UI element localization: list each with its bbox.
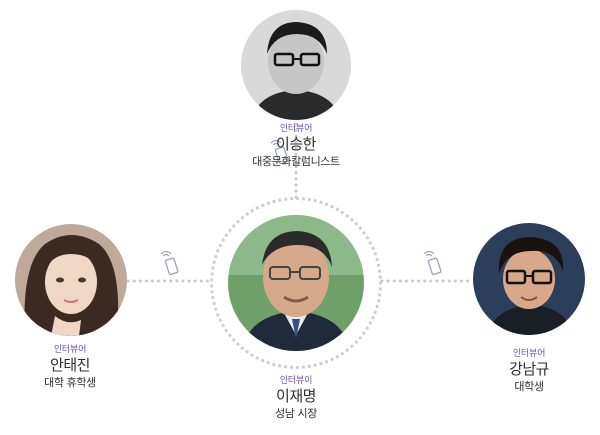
left-label: 인터뷰어 안태진 대학 휴학생	[20, 344, 120, 390]
right-role: 인터뷰어	[512, 349, 546, 359]
right-title: 대학생	[514, 380, 544, 393]
center-ring	[210, 197, 382, 369]
smartphone-signal-icon	[160, 251, 179, 276]
top-name: 이승한	[276, 135, 316, 153]
top-photo	[241, 10, 351, 120]
center-role: 인터뷰이	[279, 376, 313, 386]
center-title: 성남 시장	[275, 407, 317, 420]
smartphone-signal-icon	[270, 140, 289, 165]
right-label: 인터뷰어 강남규 대학생	[479, 348, 579, 394]
top-label: 인터뷰어 이승한 대중문화칼럼니스트	[246, 123, 346, 169]
right-name: 강남규	[509, 360, 549, 378]
left-photo	[15, 224, 127, 336]
center-name: 이재명	[276, 387, 316, 405]
left-name: 안태진	[50, 356, 90, 374]
center-photo	[228, 215, 364, 351]
top-title: 대중문화칼럼니스트	[252, 155, 340, 168]
smartphone-signal-icon	[423, 251, 442, 276]
left-title: 대학 휴학생	[44, 376, 96, 389]
left-role: 인터뷰어	[53, 345, 87, 355]
top-role: 인터뷰어	[279, 124, 313, 134]
center-label: 인터뷰이 이재명 성남 시장	[246, 375, 346, 421]
right-photo	[473, 223, 585, 335]
